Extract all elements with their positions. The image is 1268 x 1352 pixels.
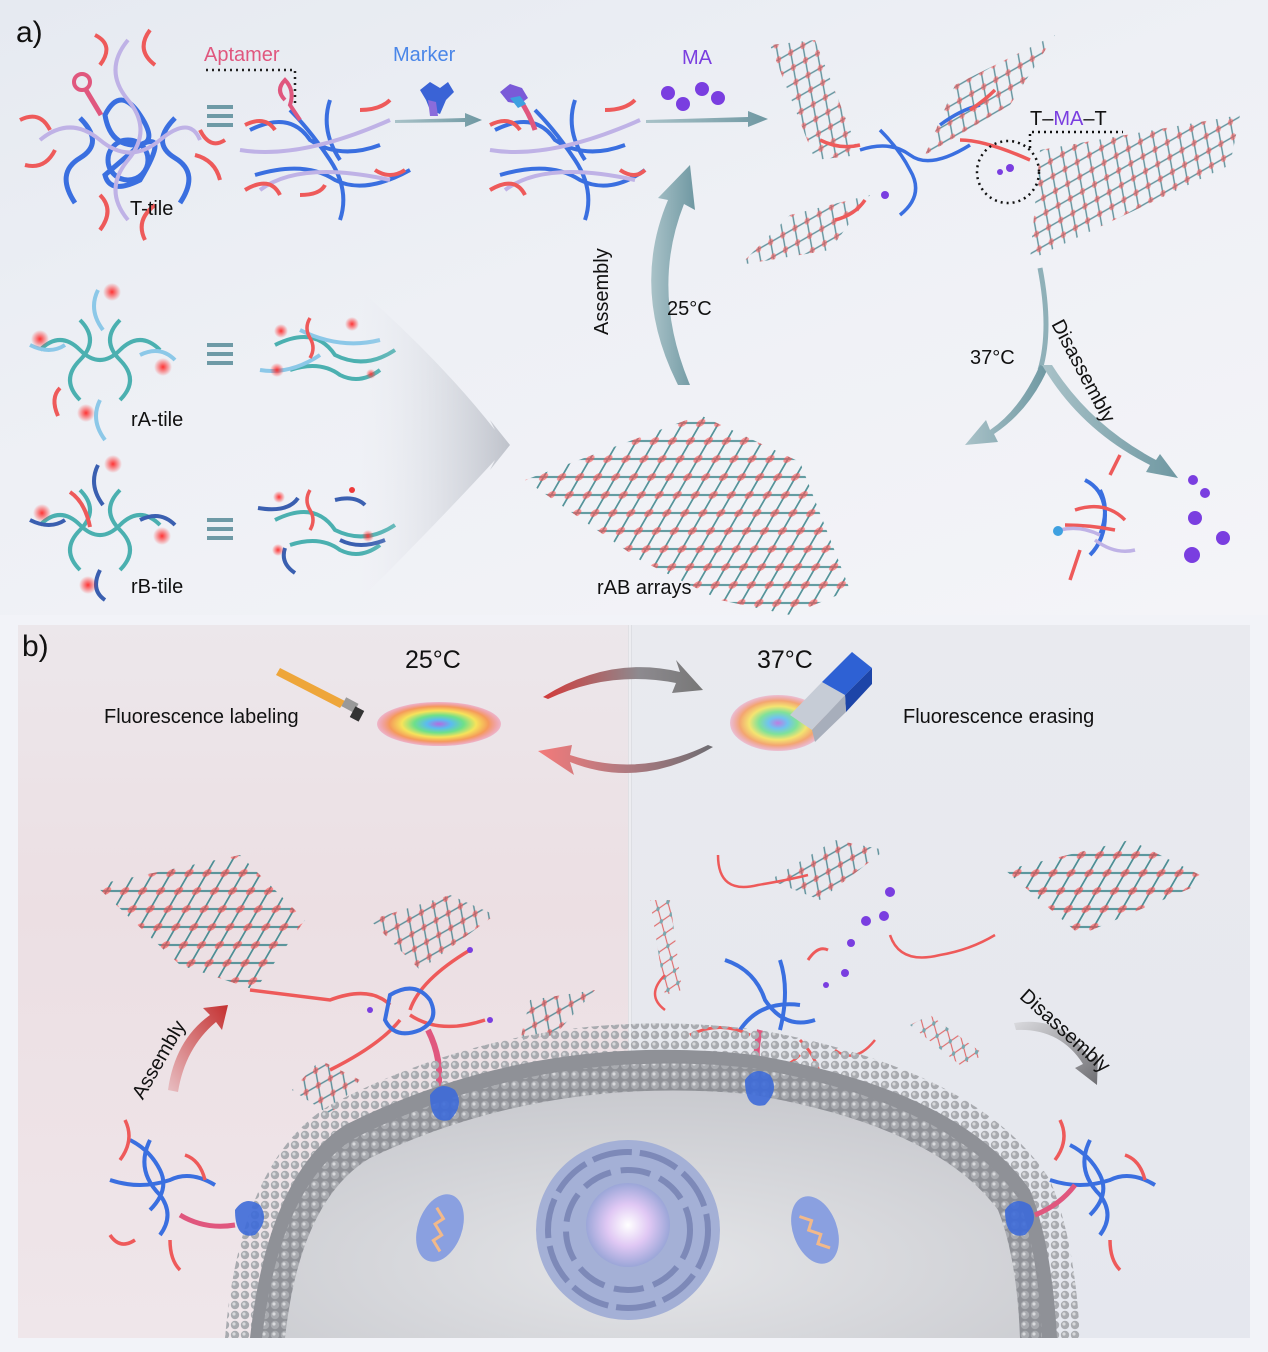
disassembly-arrow-to-ma bbox=[1042, 365, 1178, 478]
t-tile-with-marker-graphic bbox=[488, 84, 647, 221]
disassembly-curve bbox=[1037, 267, 1049, 371]
disassembly-temp-a: 37°C bbox=[970, 347, 1015, 369]
erasing-temp: 37°C bbox=[757, 646, 813, 674]
erasing-side-background bbox=[630, 625, 1250, 1338]
disassembly-arrow-to-tile bbox=[965, 365, 1048, 445]
assembly-curve-arrow bbox=[651, 165, 695, 385]
panel-divider bbox=[628, 625, 632, 1338]
t-ma-t-mid: MA bbox=[1053, 108, 1084, 130]
labeling-temp: 25°C bbox=[405, 646, 461, 674]
t-tile-3d-graphic bbox=[206, 68, 411, 221]
arrow-ma-binding bbox=[646, 111, 768, 127]
assembly-label-a: Assembly bbox=[591, 248, 613, 335]
arrow-marker-binding bbox=[395, 113, 482, 127]
t-ma-t-label: T–MA–T bbox=[1030, 108, 1107, 131]
t-ma-t-prefix: T– bbox=[1030, 108, 1054, 130]
assembly-temp-a: 25°C bbox=[667, 298, 712, 320]
fluorescence-labeling-caption: Fluorescence labeling bbox=[104, 706, 299, 728]
rab-arrays-label: rAB arrays bbox=[597, 577, 692, 599]
panel-a-label: a) bbox=[16, 16, 43, 49]
rb-tile-flat-graphic bbox=[29, 455, 177, 602]
marker-label: Marker bbox=[393, 44, 456, 66]
equivalence-symbols bbox=[207, 105, 233, 540]
marker-protein-icon bbox=[420, 82, 454, 116]
ma-molecules-icon bbox=[661, 82, 725, 111]
ma-label: MA bbox=[682, 47, 712, 69]
labeling-side-background bbox=[18, 625, 630, 1338]
funnel-arrow bbox=[360, 290, 510, 600]
assembled-complex-graphic bbox=[740, 35, 1240, 265]
t-tile-label: T-tile bbox=[130, 198, 174, 220]
rb-tile-3d-graphic bbox=[257, 487, 397, 575]
rb-tile-label: rB-tile bbox=[131, 576, 184, 598]
ra-tile-label: rA-tile bbox=[131, 409, 184, 431]
fluorescence-erasing-caption: Fluorescence erasing bbox=[903, 706, 1095, 728]
t-ma-t-suffix: –T bbox=[1083, 108, 1107, 130]
ra-tile-flat-graphic bbox=[29, 283, 177, 442]
t-tile-flat-graphic bbox=[19, 28, 227, 241]
panel-b bbox=[18, 625, 1250, 1338]
released-t-tile-graphic bbox=[1053, 454, 1136, 581]
aptamer-label: Aptamer bbox=[204, 44, 280, 66]
released-ma-molecules bbox=[1184, 475, 1230, 563]
rab-array-graphic bbox=[525, 415, 850, 615]
panel-b-label: b) bbox=[22, 630, 49, 663]
